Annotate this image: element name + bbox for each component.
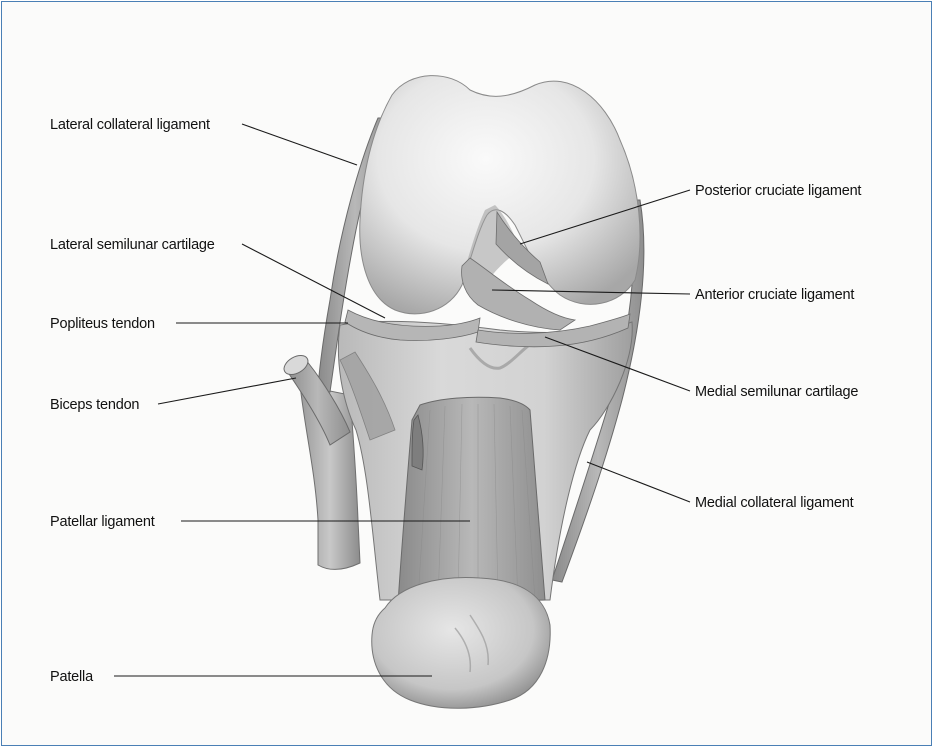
label-anterior-cruciate-ligament: Anterior cruciate ligament [695, 287, 854, 303]
knee-illustration [281, 76, 644, 709]
leader-lateral-collateral-ligament [242, 124, 357, 165]
patella-shape [372, 577, 550, 708]
label-popliteus-tendon: Popliteus tendon [50, 316, 155, 332]
leader-medial-collateral-ligament [587, 462, 690, 502]
label-patella: Patella [50, 669, 94, 685]
label-lateral-collateral-ligament: Lateral collateral ligament [50, 117, 210, 133]
femur [360, 76, 640, 314]
label-lateral-semilunar-cartilage: Lateral semilunar cartilage [50, 237, 215, 253]
leader-biceps-tendon [158, 378, 296, 404]
label-biceps-tendon: Biceps tendon [50, 397, 139, 413]
label-patellar-ligament: Patellar ligament [50, 514, 155, 530]
labels-right: Posterior cruciate ligament Anterior cru… [695, 183, 861, 511]
labels-left: Lateral collateral ligament Lateral semi… [50, 117, 215, 685]
label-posterior-cruciate-ligament: Posterior cruciate ligament [695, 183, 861, 199]
label-medial-collateral-ligament: Medial collateral ligament [695, 495, 854, 511]
label-medial-semilunar-cartilage: Medial semilunar cartilage [695, 384, 858, 400]
